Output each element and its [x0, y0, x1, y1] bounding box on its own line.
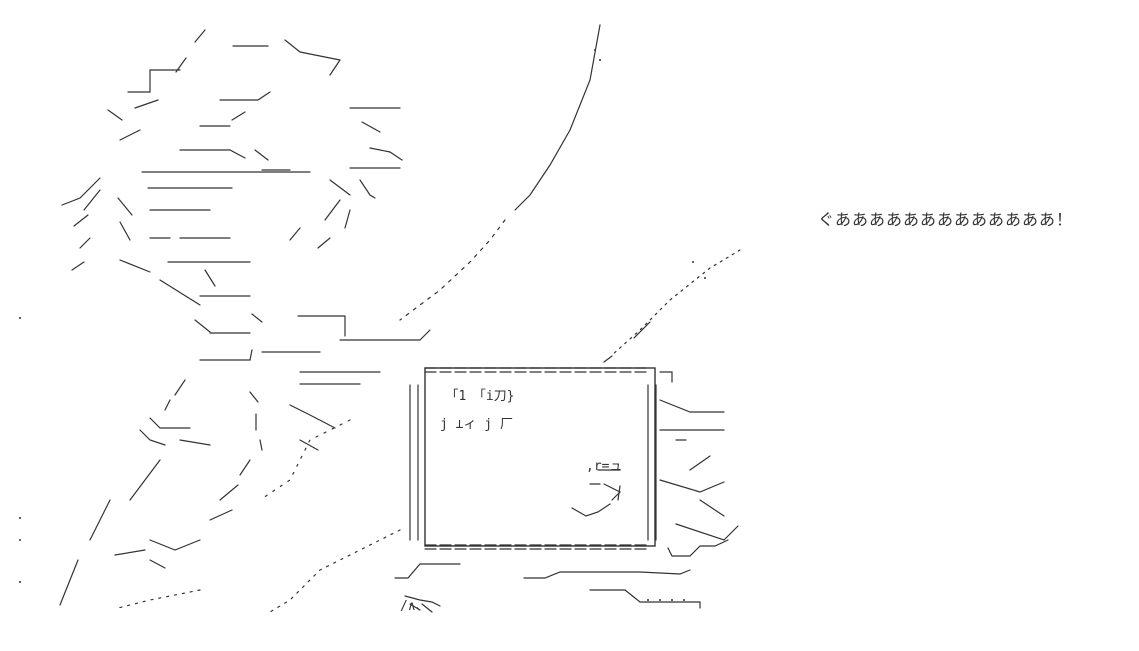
- monitor-face-glyphs: ,r=ュ: [586, 459, 622, 474]
- motion-line-3: [611, 249, 741, 356]
- stand-caption: /∧、: [400, 599, 429, 614]
- motion-line-6: [117, 589, 201, 609]
- motion-line-1: [514, 24, 601, 211]
- hair-spikes: [107, 29, 403, 171]
- hair-outline: [61, 167, 401, 271]
- body-outline: [59, 349, 381, 606]
- motion-line-7: [259, 419, 351, 501]
- motion-line-4: [603, 321, 651, 363]
- monitor-label-top: ｢1 「i刀}: [452, 389, 514, 404]
- shout-text: ぐあああああああああああああ！: [818, 210, 1074, 229]
- motion-line-2: [399, 219, 506, 321]
- monitor-label-bottom: j ⊥ィ j 厂: [440, 417, 513, 432]
- decorative-dots: [19, 49, 706, 601]
- monitor: [394, 367, 739, 613]
- face-lines: [117, 171, 431, 341]
- motion-line-5: [269, 529, 401, 613]
